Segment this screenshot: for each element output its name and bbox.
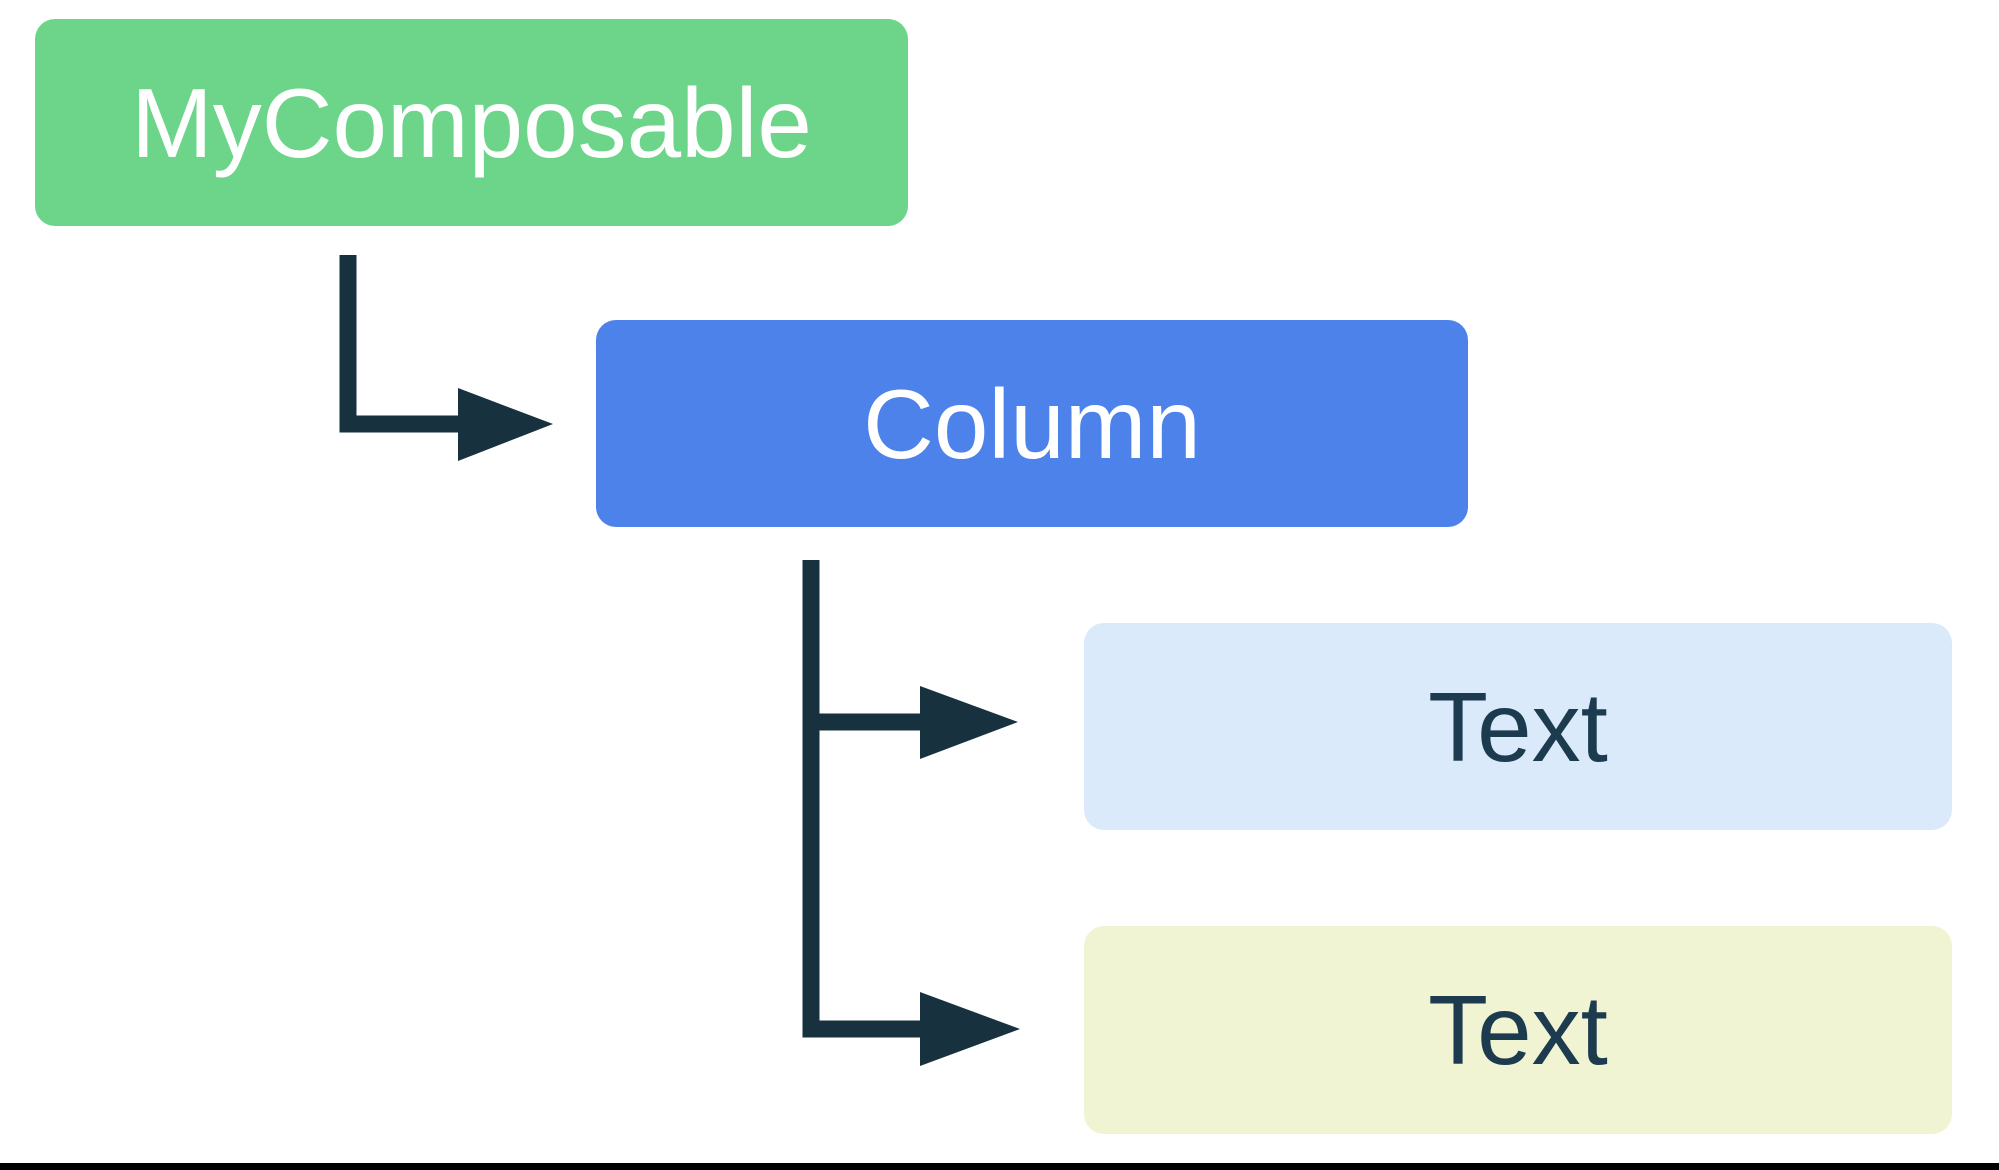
arrowhead-icon xyxy=(458,388,553,461)
node-mycomposable: MyComposable xyxy=(35,19,908,226)
node-mycomposable-label: MyComposable xyxy=(131,67,812,178)
node-text-first-label: Text xyxy=(1428,671,1608,782)
elbow-line xyxy=(339,255,458,433)
arrow-column-to-texts xyxy=(802,560,1020,1066)
arrowhead-icon xyxy=(920,992,1020,1066)
elbow-line xyxy=(802,560,920,1038)
node-text-second: Text xyxy=(1084,926,1952,1134)
node-column: Column xyxy=(596,320,1468,527)
arrowhead-icon xyxy=(920,686,1018,759)
arrow-mycomposable-to-column xyxy=(339,255,553,461)
node-column-label: Column xyxy=(863,368,1201,479)
bottom-border-line xyxy=(0,1163,1999,1170)
node-text-second-label: Text xyxy=(1428,975,1608,1085)
node-text-first: Text xyxy=(1084,623,1952,830)
